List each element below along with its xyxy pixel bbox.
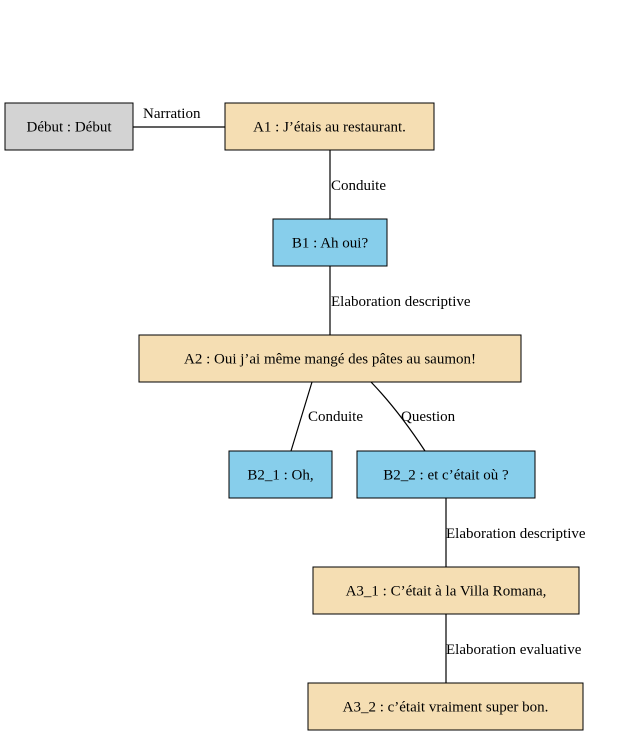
edge-a1-to-b1-label: Conduite <box>331 178 386 194</box>
node-b1-box <box>272 218 388 267</box>
edge-b2-2-to-a3-1-label: Elaboration descriptive <box>446 526 586 542</box>
edge-debut-to-a1-label: Narration <box>143 106 201 122</box>
node-a2-label: A2 : Oui j’ai même mangé des pâtes au sa… <box>184 352 476 368</box>
node-b2-1-label: B2_1 : Oh, <box>247 468 313 484</box>
node-a3-2-box <box>307 682 584 731</box>
edge-b1-to-a2-label: Elaboration descriptive <box>331 294 471 310</box>
node-b2-2: B2_2 : et c’était où ? <box>356 450 536 499</box>
node-b2-1: B2_1 : Oh, <box>228 450 333 499</box>
edge-a3-1-to-a3-2-label: Elaboration evaluative <box>446 642 582 658</box>
node-a3-1: A3_1 : C’était à la Villa Romana, <box>312 566 580 615</box>
node-a2: A2 : Oui j’ai même mangé des pâtes au sa… <box>138 334 522 383</box>
node-debut: Début : Début <box>4 102 134 151</box>
node-b2-1-box <box>228 450 333 499</box>
node-a3-1-box <box>312 566 580 615</box>
node-a1-label: A1 : J’étais au restaurant. <box>253 120 406 136</box>
node-debut-box <box>4 102 134 151</box>
edge-a2-to-b2-1-label: Conduite <box>308 409 363 425</box>
node-a2-box <box>138 334 522 383</box>
node-a3-2: A3_2 : c’était vraiment super bon. <box>307 682 584 731</box>
node-debut-label: Début : Début <box>27 120 113 136</box>
node-b2-2-label: B2_2 : et c’était où ? <box>383 468 509 484</box>
node-b2-2-box <box>356 450 536 499</box>
node-a1-box <box>224 102 435 151</box>
edge-a2-to-b2-2-label: Question <box>401 409 456 425</box>
node-b1: B1 : Ah oui? <box>272 218 388 267</box>
nodes-layer: Début : Début A1 : J’étais au restaurant.… <box>4 102 584 731</box>
node-a3-2-label: A3_2 : c’était vraiment super bon. <box>343 700 549 716</box>
node-a1: A1 : J’étais au restaurant. <box>224 102 435 151</box>
edge-a2-to-b2-1-line <box>290 381 313 452</box>
node-a3-1-label: A3_1 : C’était à la Villa Romana, <box>346 584 547 600</box>
edge-a2-to-b2-2-line <box>370 381 426 452</box>
node-b1-label: B1 : Ah oui? <box>292 236 369 252</box>
